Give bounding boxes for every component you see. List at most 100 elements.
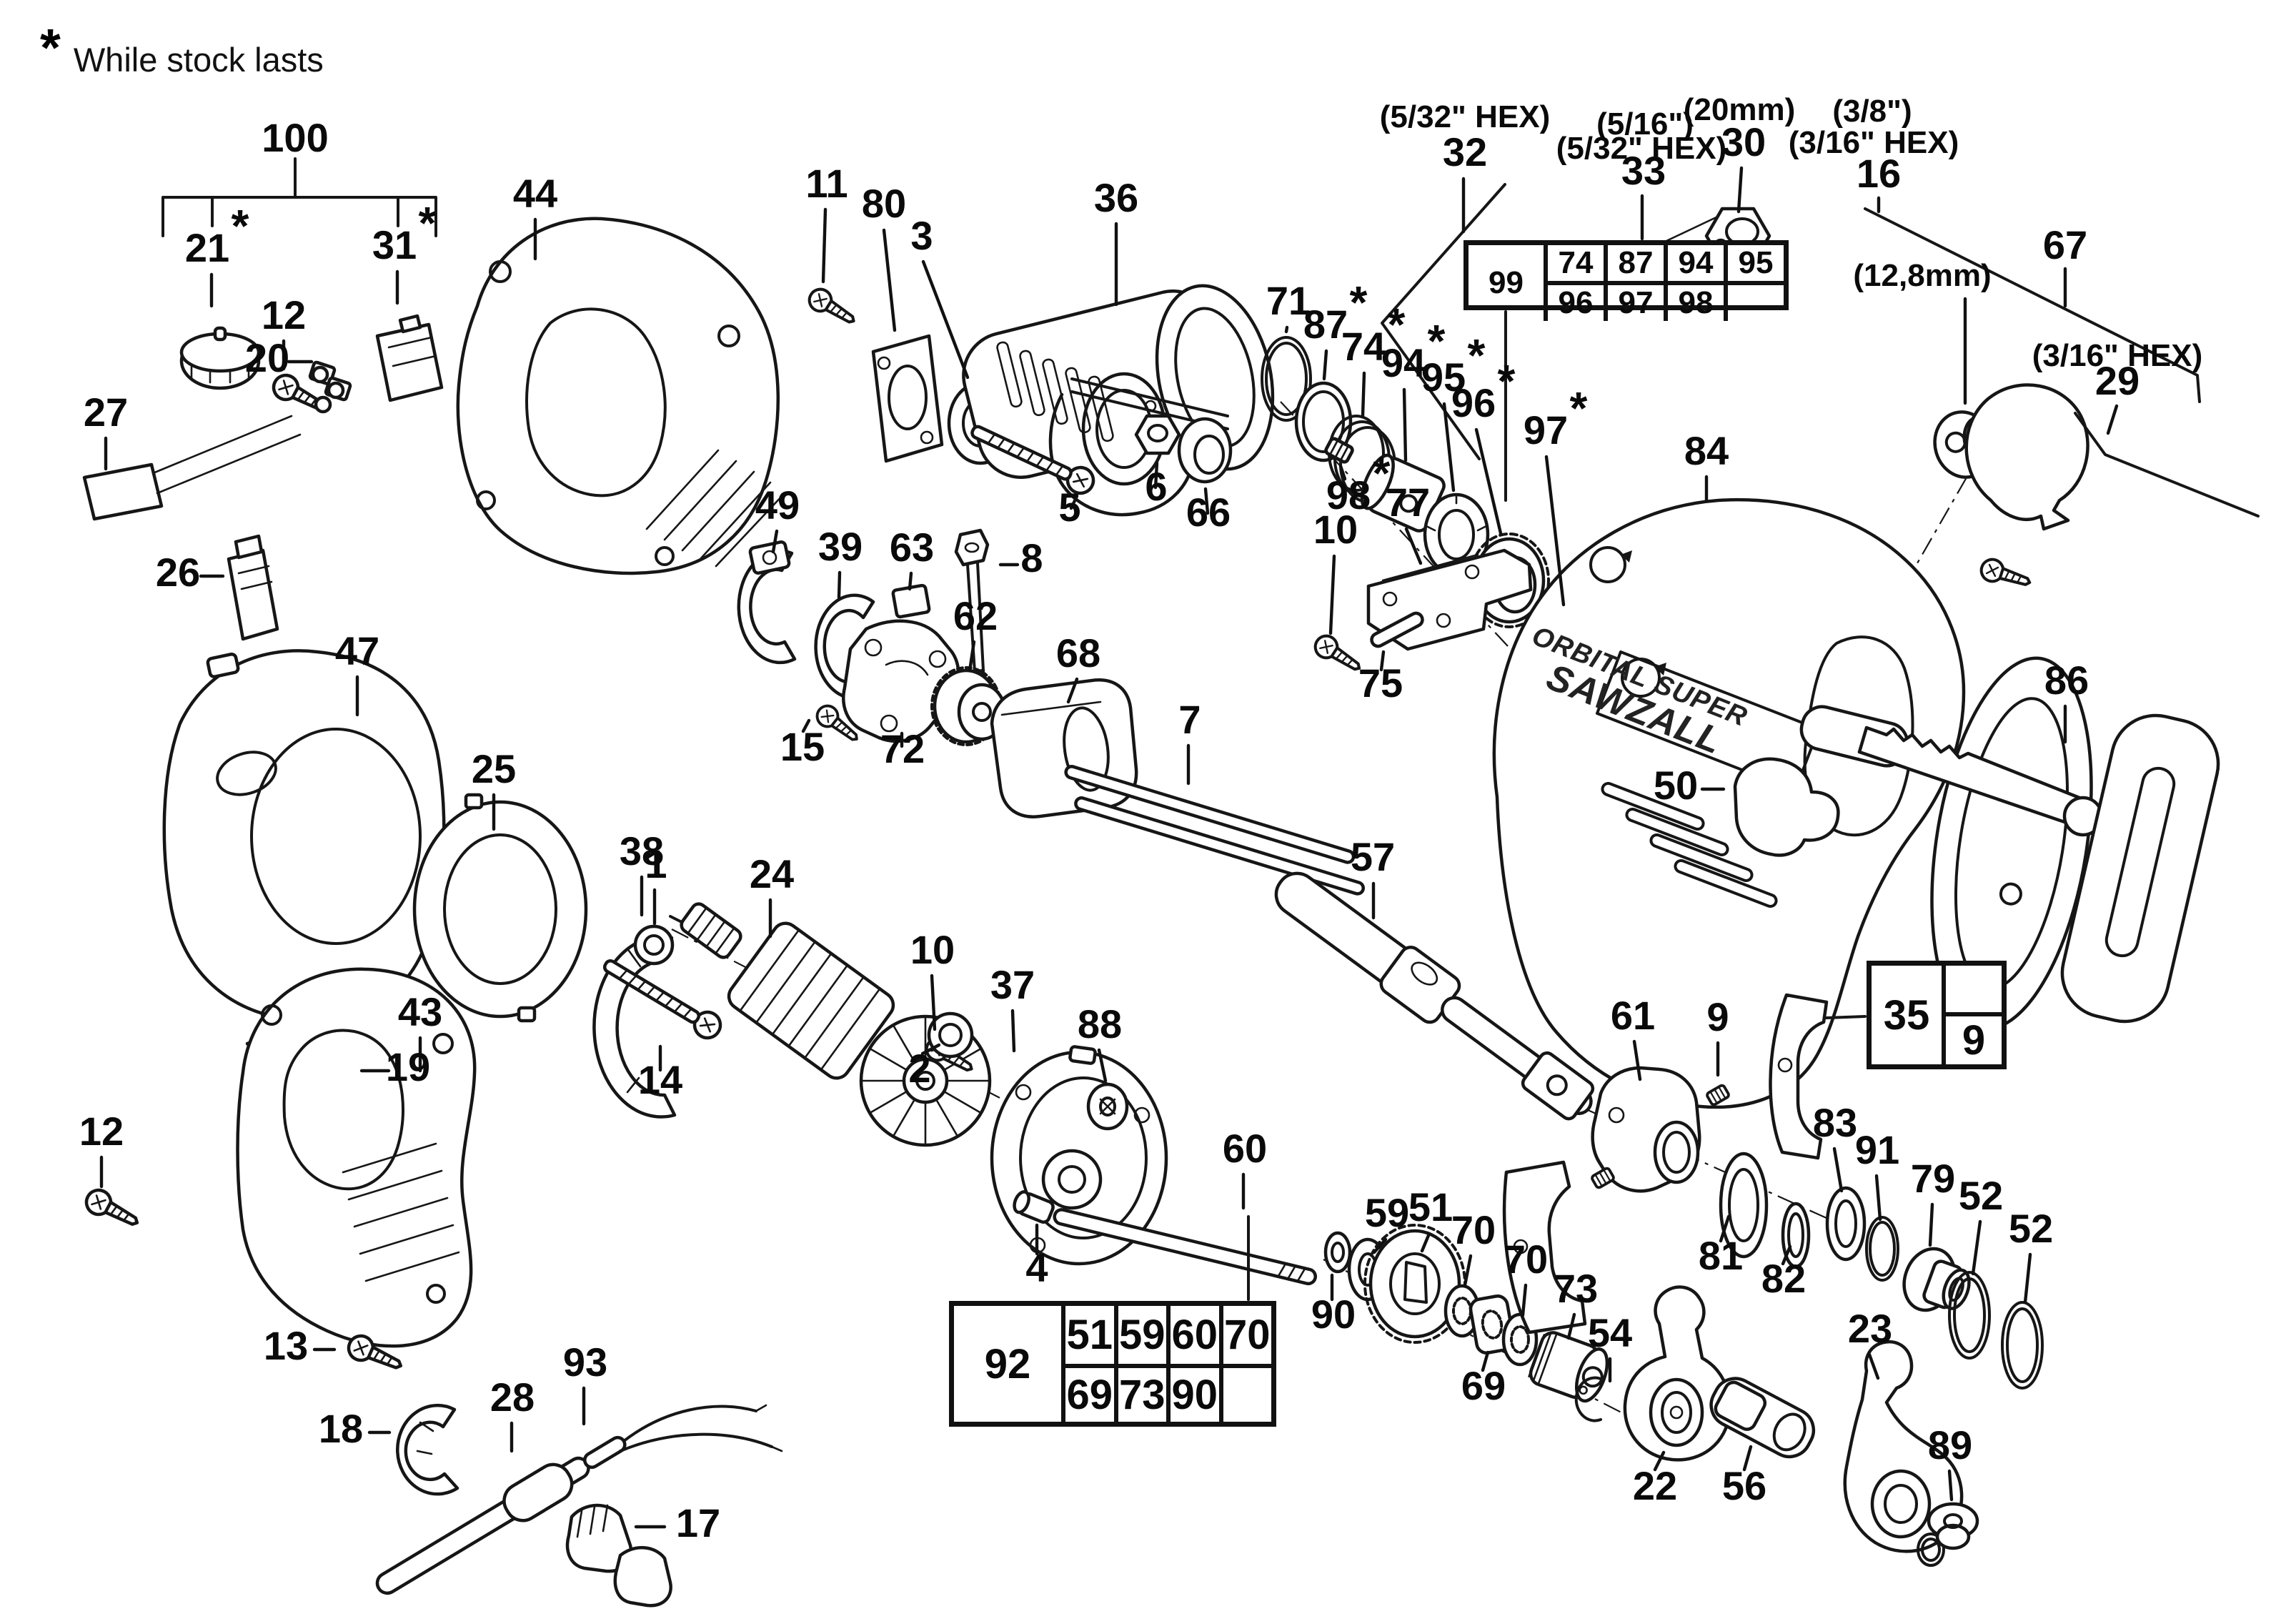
part-label-83: 83: [1813, 1100, 1857, 1145]
part-label-70: 70: [1504, 1237, 1548, 1282]
part-26-brush-holder-drawing: [227, 534, 279, 641]
part-86-shoe-drawing: [1857, 713, 2220, 1024]
part-71-oring-drawing: [1261, 336, 1312, 422]
part-12-screw-drawing: [82, 1186, 143, 1234]
part-label-18: 18: [319, 1406, 363, 1451]
kit35-cell: [1942, 966, 2002, 1012]
leader-line-82: [1781, 1244, 1792, 1266]
part-17-clamp-drawing: [565, 1503, 672, 1608]
leader-line-52: [2023, 1252, 2032, 1304]
leader-line-22: [1653, 1450, 1666, 1472]
part-label-98: 98: [1326, 472, 1371, 518]
part-44-housing-drawing: [456, 217, 786, 575]
leader-line-2: [920, 1043, 941, 1056]
part-label-(5/32" HEX): (5/32" HEX): [1380, 99, 1551, 134]
stock-note-text: While stock lasts: [73, 41, 324, 79]
part-labels-layer: 10021*31*1244202726472538191243131418289…: [79, 92, 2202, 1545]
kit99-cell: 87: [1604, 245, 1664, 281]
kit99-cell: 95: [1724, 245, 1784, 281]
leader-line-23: [1867, 1352, 1880, 1380]
asterisk-mark-21: *: [232, 200, 249, 252]
part-label-11: 11: [805, 161, 848, 206]
part-label-60: 60: [1223, 1126, 1267, 1171]
leader-line-59: [1372, 1237, 1388, 1254]
part-label-39: 39: [818, 524, 863, 569]
rotation-arrow-icon: [1589, 546, 1632, 583]
kit92-cell: 60: [1166, 1306, 1219, 1364]
part-label-23: 23: [1848, 1306, 1892, 1351]
part-label-49: 49: [755, 482, 800, 528]
part-label-(3/8"): (3/8"): [1832, 94, 1912, 129]
leader-line-80: [882, 228, 897, 332]
asterisk-mark: *: [40, 18, 61, 77]
part-label-89: 89: [1928, 1422, 1972, 1467]
part-36-gear-housing-drawing: [962, 284, 1275, 517]
part-label-12: 12: [262, 292, 306, 337]
leader-line-75: [1379, 650, 1386, 672]
leader-line-6: [1153, 461, 1159, 490]
part-67-screw-drawing: [1979, 557, 2033, 593]
part-label-32: 32: [1443, 129, 1487, 174]
part-label-67: 67: [2043, 222, 2087, 267]
kit99-cell: 98: [1664, 281, 1724, 321]
part-label-51: 51: [1408, 1184, 1453, 1229]
part-35-shell-upper-drawing: [1769, 993, 1829, 1160]
part-20-terminal-drawing: [308, 360, 352, 414]
part-label-29: 29: [2095, 358, 2140, 403]
part-label-10: 10: [910, 927, 955, 972]
kit92-cell: 70: [1218, 1306, 1272, 1364]
part-label-2: 2: [908, 1046, 930, 1091]
part-52-oring-drawing: [1948, 1271, 1991, 1360]
kit35-cell: 9: [1942, 1012, 2002, 1064]
leader-line-88: [1097, 1048, 1108, 1083]
part-24-armature-drawing: [669, 902, 992, 1147]
part-label-44: 44: [513, 171, 557, 216]
leader-line-87: [1322, 349, 1328, 381]
kit35-leader-line: [1825, 1015, 1867, 1019]
leader-line-52: [1971, 1219, 1982, 1276]
part-label-62: 62: [953, 593, 998, 638]
leader-line-49: [771, 529, 779, 554]
part-6-nut-drawing: [1134, 414, 1181, 455]
part-66-cap-drawing: [1177, 417, 1233, 484]
leader-line-3: [921, 259, 970, 380]
leader-line-10: [1328, 554, 1336, 635]
kit99-cell: 97: [1604, 281, 1664, 321]
part-61-block-drawing: [1591, 1066, 1701, 1193]
part-label-73: 73: [1554, 1266, 1598, 1311]
leader-line-68: [1066, 677, 1079, 704]
part-label-16: 16: [1857, 151, 1901, 196]
part-43-housing-drawing: [236, 967, 477, 1348]
leader-line-91: [1874, 1174, 1882, 1222]
part-83-washer-drawing: [1825, 1186, 1867, 1262]
part-4-pin-drawing: [1013, 1190, 1055, 1224]
part-label-33: 33: [1621, 148, 1666, 193]
kit35-key: 35: [1883, 991, 1930, 1039]
part-label-1: 1: [645, 841, 667, 886]
part-label-81: 81: [1699, 1233, 1743, 1278]
part-80-gasket-drawing: [871, 334, 944, 463]
part-28-cord-drawing: [375, 1435, 627, 1595]
leader-line-63: [908, 571, 913, 591]
asterisk-mark-96: *: [1498, 355, 1516, 407]
part-7-rods-drawing: [1064, 765, 1366, 896]
part-label-7: 7: [1178, 697, 1201, 742]
part-label-100: 100: [262, 115, 328, 160]
part-29-hex-key-drawing: [2074, 412, 2260, 518]
part-label-24: 24: [750, 851, 794, 896]
part-label-(3/16" HEX): (3/16" HEX): [2032, 338, 2203, 373]
part-label-31: 31: [372, 222, 417, 267]
part-label-37: 37: [990, 962, 1035, 1007]
kit92-cell: 51: [1061, 1306, 1114, 1364]
part-1-bearing-drawing: [633, 924, 675, 966]
leader-line-66: [1203, 487, 1210, 515]
part-52-oring-drawing: [2001, 1301, 2044, 1390]
part-label-79: 79: [1911, 1156, 1955, 1201]
leader-line-69: [1481, 1350, 1490, 1372]
part-label-14: 14: [638, 1057, 682, 1102]
leader-line-89: [1947, 1469, 1954, 1502]
part-75-pin-drawing: [1370, 611, 1424, 648]
leader-line-61: [1632, 1039, 1642, 1081]
part-57-spindle-drawing: [1274, 871, 1595, 1121]
part-label-88: 88: [1078, 1001, 1122, 1046]
